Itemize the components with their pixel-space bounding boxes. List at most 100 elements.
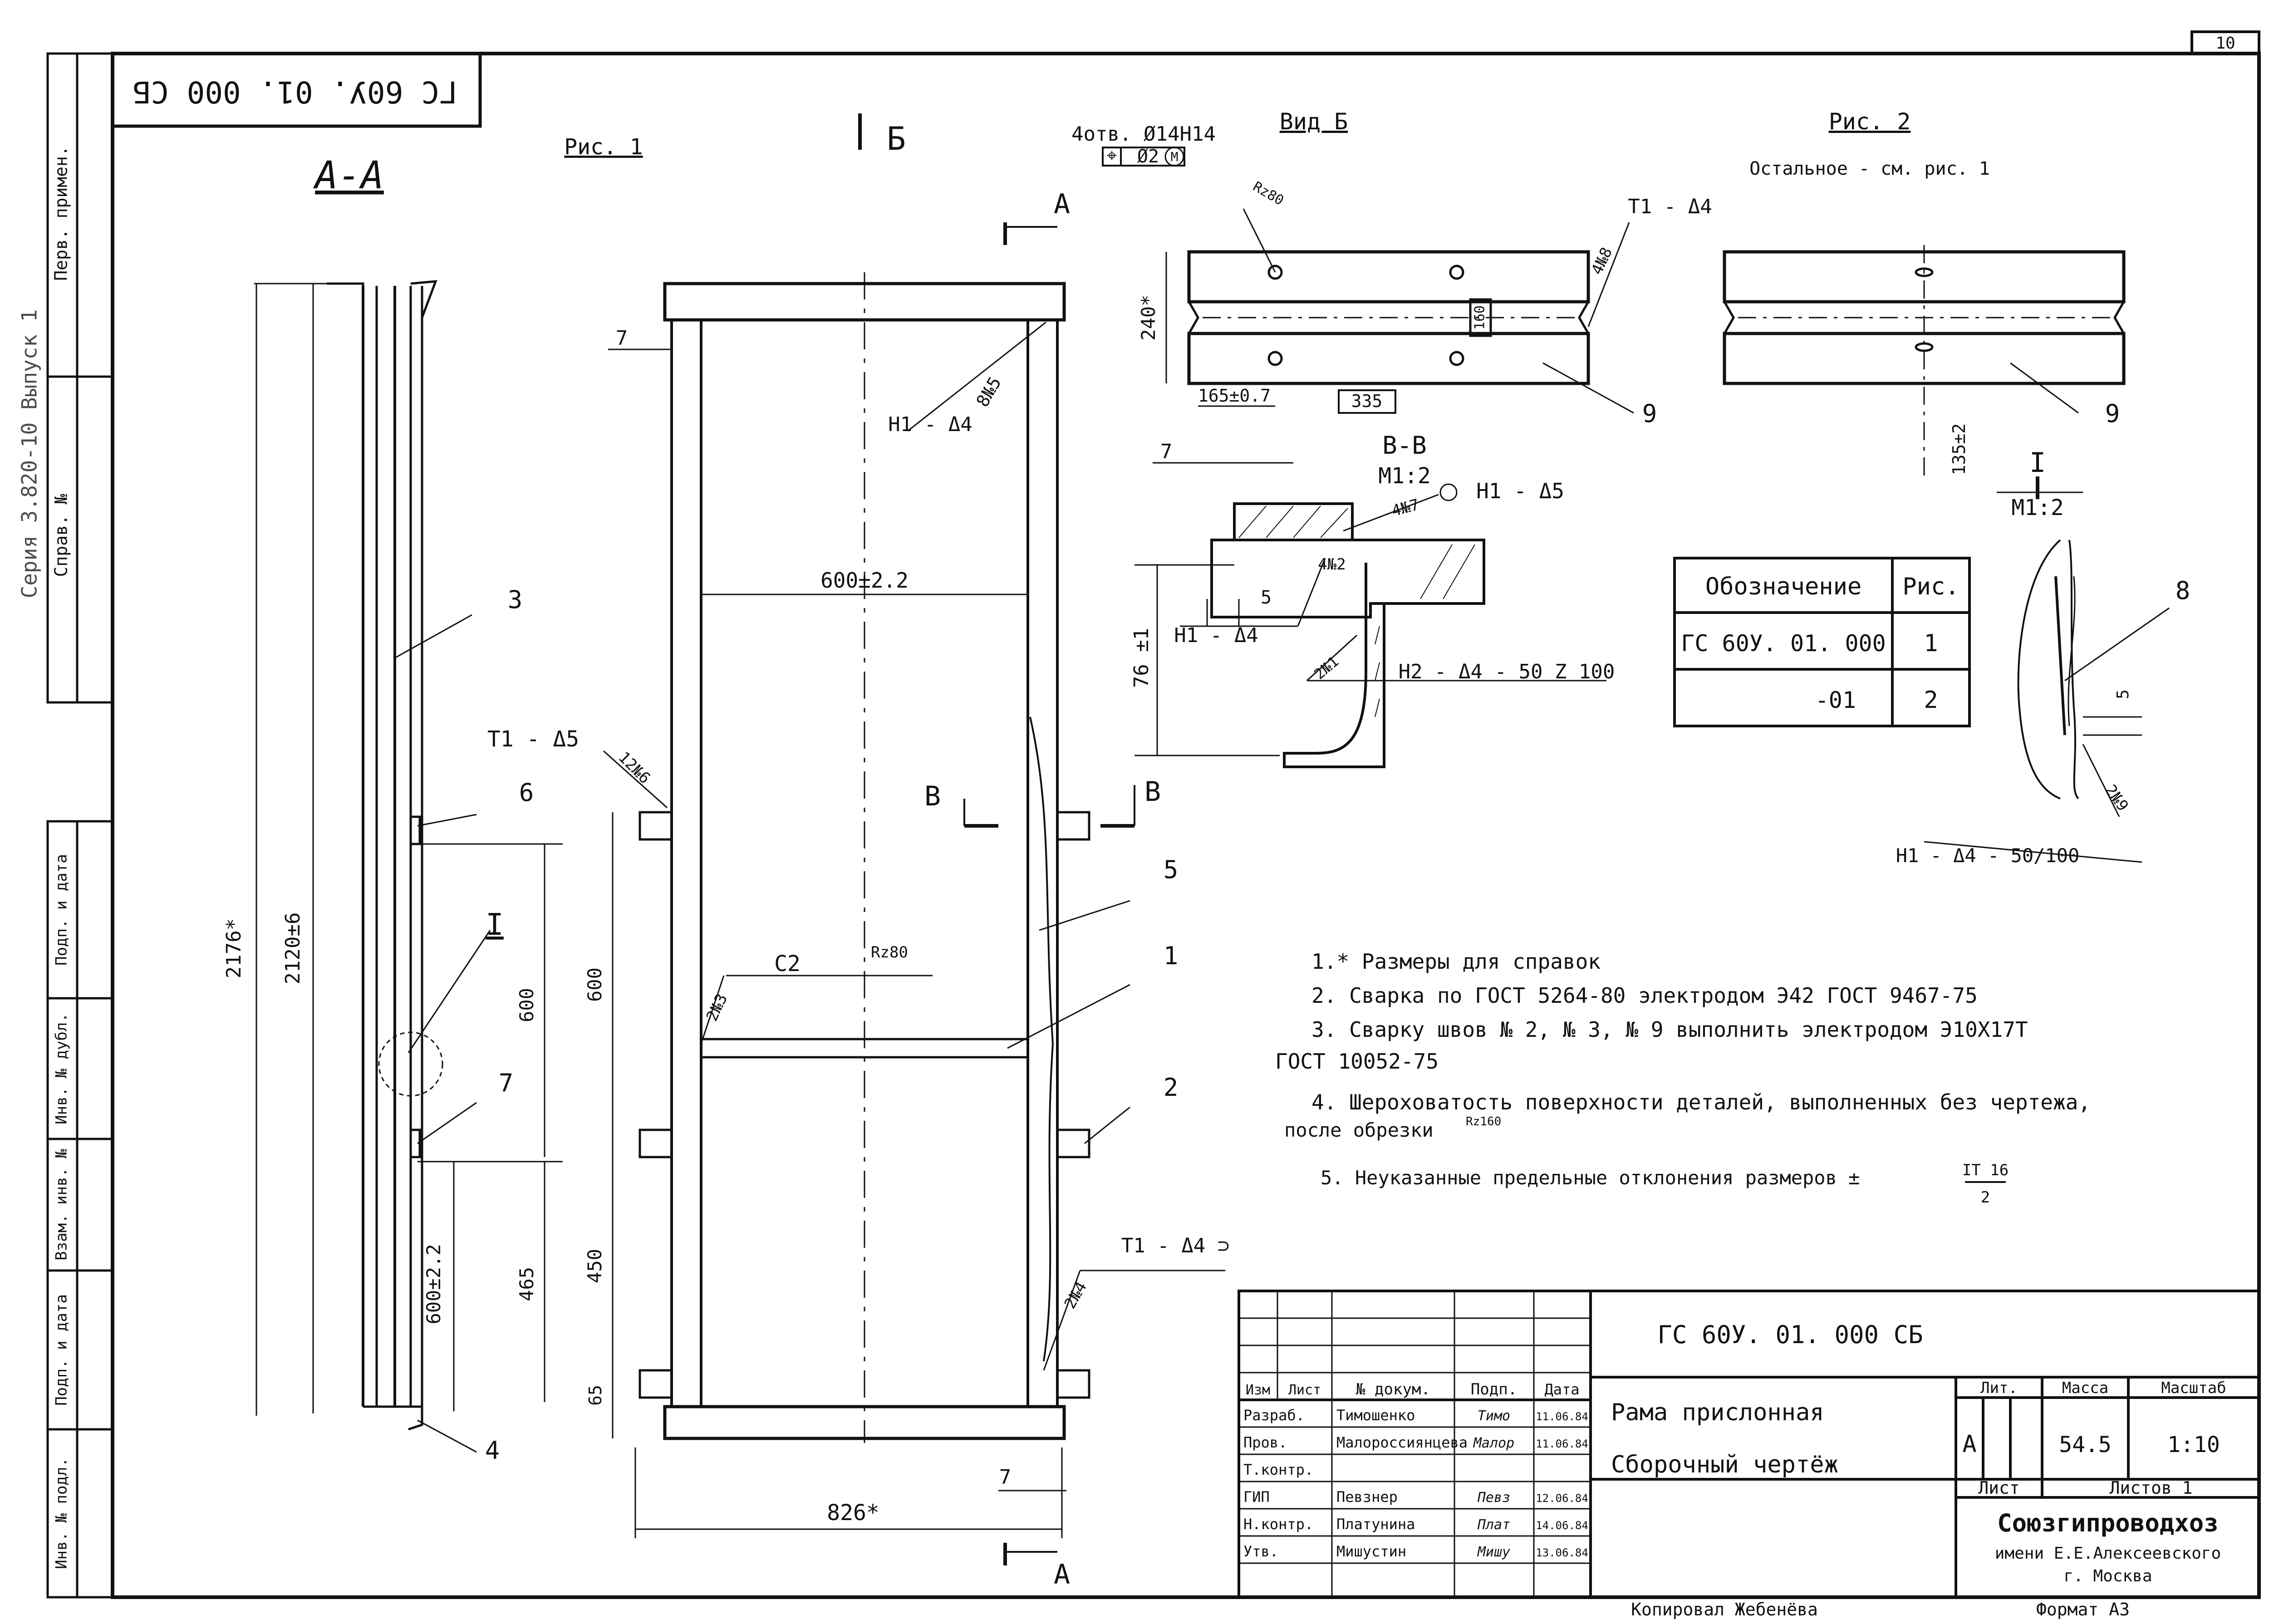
callout-5: 5 (1164, 855, 1179, 884)
stamp-lit-label: Лит. (1980, 1379, 2018, 1397)
weld-t1-d4c-num: 2№4 (1061, 1279, 1090, 1312)
callout-8: 8 (2176, 576, 2190, 605)
detail-i-scale: М1:2 (2011, 495, 2064, 520)
stamp-scale-label: Масштаб (2161, 1379, 2226, 1397)
stamp-sign-5: Мишу (1477, 1544, 1510, 1560)
detail-i-label: I (2029, 447, 2046, 479)
stamp-scale-value: 1:10 (2167, 1432, 2220, 1457)
stamp-date-1: 11.06.84 (1536, 1438, 1588, 1450)
holes-label: 4отв. Ø14H14 (1071, 123, 1216, 146)
weld-n1-d4-front: Н1 - Δ4 (888, 413, 972, 436)
stamp-name-4: Платунина (1336, 1516, 1415, 1533)
callout-6: 6 (519, 778, 534, 807)
stamp-hdr-izm: Изм (1246, 1382, 1270, 1398)
dim-160: 160 (1472, 305, 1488, 330)
section-aa-label: А-А (313, 153, 384, 197)
stamp-hdr-podp: Подп. (1471, 1380, 1517, 1398)
weld-t1-d5-num: 12№6 (615, 748, 654, 787)
weld-c2: С2 (774, 951, 801, 976)
stamp-title-1: Рама прислонная (1611, 1399, 1824, 1426)
stamp-sign-0: Тимо (1478, 1408, 1510, 1424)
stamp-name-1: Малороссиянцева (1336, 1434, 1468, 1451)
note-2: 2. Сварка по ГОСТ 5264-80 электродом Э42… (1311, 983, 1978, 1008)
dim-240: 240* (1137, 294, 1159, 340)
fig2-note: Остальное - см. рис. 1 (1749, 158, 1990, 179)
side-sprav-no: Справ. № (51, 494, 71, 577)
designation-table-frame (1673, 557, 1971, 727)
dim-600-22: 600±2.2 (820, 568, 909, 593)
tolerance-mod-circle (1164, 147, 1184, 167)
weld-n1-detail-num: 2№9 (2101, 781, 2132, 814)
dim-450: 450 (584, 1249, 606, 1283)
dim-7-bottom: 7 (999, 1466, 1012, 1489)
dim-65: 65 (585, 1385, 605, 1406)
note-4: 4. Шероховатость поверхности деталей, вы… (1311, 1090, 2091, 1114)
side-podp-data-1: Подп. и дата (53, 854, 71, 966)
stamp-sign-3: Певз (1477, 1490, 1510, 1506)
tolerance-mod: M (1171, 149, 1179, 164)
stamp-title-2: Сборочный чертёж (1611, 1451, 1838, 1478)
note-5: 5. Неуказанные предельные отклонения раз… (1321, 1167, 1860, 1189)
weld-t1-d5: Т1 - Δ5 (487, 726, 579, 752)
stamp-format: Формат А3 (2036, 1599, 2130, 1619)
arrow-v-left: В (924, 780, 941, 812)
weld-c2-num: 2№3 (703, 991, 731, 1024)
table-row2-code: -01 (1815, 687, 1856, 713)
top-code-text: ГС 60У. 01. 000 СБ (133, 74, 457, 109)
stamp-name-5: Мишустин (1336, 1543, 1406, 1560)
side-inv-dubl: Инв. № дубл. (53, 1013, 71, 1124)
stamp-role-0: Разраб. (1243, 1407, 1305, 1424)
stamp-org-line3: г. Москва (2063, 1567, 2152, 1585)
callout-7: 7 (499, 1069, 514, 1097)
side-column (46, 52, 114, 1599)
stamp-sheets-label: Листов 1 (2109, 1478, 2192, 1498)
weld-t1-d4-viewb-num: 4№8 (1588, 245, 1616, 278)
stamp-sheet-label: Лист (1978, 1478, 2020, 1498)
dim-76: 76 ±1 (1130, 628, 1153, 688)
weld-n1-d5-vv-num: 4№7 (1390, 496, 1421, 520)
table-row2-fig: 2 (1924, 687, 1938, 714)
stamp-date-4: 14.06.84 (1536, 1519, 1588, 1532)
tolerance-symbol: ⌖ (1107, 145, 1117, 166)
rz80-front: Rz80 (871, 943, 908, 962)
table-header-ris: Рис. (1902, 573, 1959, 600)
top-code-box (111, 52, 482, 128)
fig1-front-view (394, 113, 1225, 1565)
arrow-a-bottom: А (1054, 1559, 1070, 1590)
detail-i (1924, 476, 2170, 863)
side-podp-data-2: Подп. и дата (53, 1294, 71, 1406)
note-3: 3. Сварку швов № 2, № 3, № 9 выполнить э… (1311, 1017, 2028, 1042)
section-vv (1134, 462, 1606, 768)
stamp-sign-4: Плат (1477, 1517, 1510, 1533)
stamp-name-0: Тимошенко (1336, 1407, 1415, 1424)
callout-1: 1 (1164, 942, 1179, 970)
dim-465: 465 (516, 1267, 538, 1301)
dim-2176: 2176* (222, 918, 246, 978)
note-4-rz160: Rz160 (1466, 1115, 1501, 1128)
stamp-date-0: 11.06.84 (1536, 1410, 1588, 1423)
stamp-hdr-dokum: № докум. (1356, 1380, 1430, 1398)
weld-n1-d4-vv: Н1 - Δ4 (1174, 624, 1258, 647)
weld-t1-d4-viewb: Т1 - Δ4 (1628, 195, 1712, 218)
stamp-mass-value: 54.5 (2059, 1432, 2112, 1457)
stamp-role-4: Н.контр. (1243, 1516, 1313, 1533)
stamp-role-1: Пров. (1243, 1434, 1287, 1451)
stamp-sign-1: Малор (1473, 1435, 1514, 1451)
weld-n1-d4-front-num: 8№5 (972, 373, 1005, 410)
stamp-org-name: Союзгипроводхоз (1997, 1509, 2219, 1537)
dim-5-vv: 5 (1261, 587, 1272, 608)
note-4b: после обрезки (1284, 1119, 1434, 1141)
stamp-date-3: 12.06.84 (1536, 1492, 1588, 1505)
detail-i-marker: I (486, 907, 504, 942)
title-block-frame (1238, 1290, 2260, 1599)
table-header-oboznachenie: Обозначение (1705, 573, 1861, 600)
dim-600-aa: 600 (516, 988, 538, 1022)
sheet-number: 10 (2215, 34, 2235, 53)
weld-t1-d4c: Т1 - Δ4 ⊃ (1121, 1234, 1229, 1257)
arrow-a-top: А (1054, 188, 1070, 220)
dim-135: 135±2 (1949, 423, 1969, 475)
callout-3: 3 (508, 585, 523, 614)
callout-4: 4 (485, 1436, 500, 1465)
weld-n2: Н2 - Δ4 - 50 Z 100 (1399, 660, 1615, 683)
callout-9-viewb: 9 (1642, 399, 1657, 428)
